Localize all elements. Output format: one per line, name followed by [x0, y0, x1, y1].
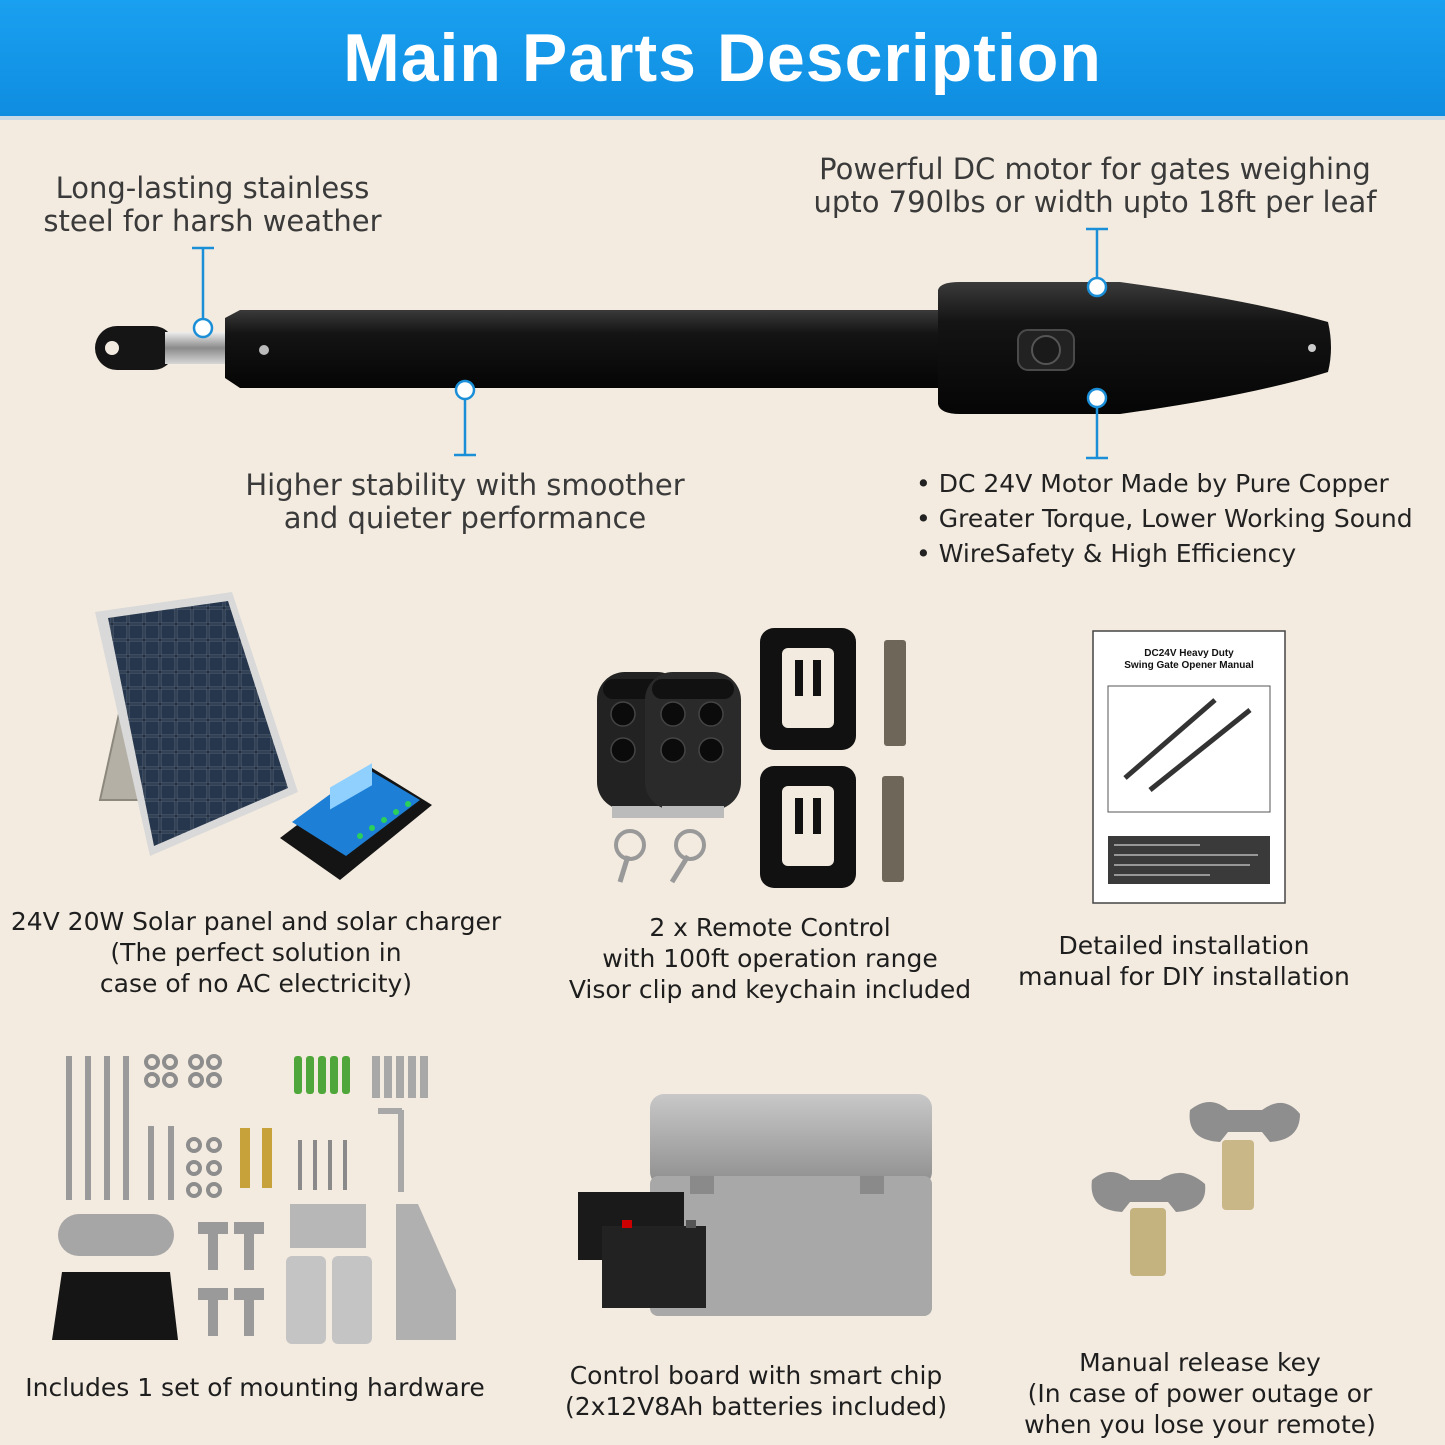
callout-line: Long-lasting stainless	[55, 171, 370, 205]
caption-release-key: Manual release key (In case of power out…	[1018, 1347, 1382, 1440]
caption-line: when you lose your remote)	[1024, 1410, 1376, 1439]
caption-control-board: Control board with smart chip (2x12V8Ah …	[560, 1360, 952, 1422]
caption-line: (The perfect solution in	[110, 938, 402, 967]
caption-line: Visor clip and keychain included	[568, 975, 972, 1004]
caption-line: manual for DIY installation	[1018, 962, 1350, 991]
manual-booklet-icon	[1092, 630, 1286, 904]
caption-line: Control board with smart chip	[569, 1361, 943, 1390]
manual-title-line: Swing Gate Opener Manual	[1124, 660, 1254, 671]
list-item: Greater Torque, Lower Working Sound	[916, 501, 1413, 536]
manual-title-line: DC24V Heavy Duty	[1144, 648, 1234, 659]
header-banner: Main Parts Description	[0, 0, 1445, 120]
callout-line: steel for harsh weather	[43, 204, 382, 238]
callout-pointers	[192, 227, 1108, 460]
caption-line: Detailed installation	[1058, 931, 1310, 960]
control-box-icon	[650, 1094, 932, 1316]
caption-line: with 100ft operation range	[602, 944, 938, 973]
manual-cover-title: DC24V Heavy Duty Swing Gate Opener Manua…	[1093, 648, 1285, 672]
caption-line: 2 x Remote Control	[649, 913, 891, 942]
motor-feature-list: DC 24V Motor Made by Pure Copper Greater…	[916, 466, 1413, 571]
battery-icon	[578, 1192, 706, 1308]
callout-dc-motor: Powerful DC motor for gates weighing upt…	[800, 153, 1390, 219]
page-title: Main Parts Description	[343, 20, 1102, 96]
caption-manual: Detailed installation manual for DIY ins…	[1010, 930, 1358, 992]
caption-hardware: Includes 1 set of mounting hardware	[20, 1372, 490, 1403]
gate-opener-arm	[95, 282, 1331, 414]
list-item: DC 24V Motor Made by Pure Copper	[916, 466, 1413, 501]
solar-panel-icon	[95, 592, 298, 856]
caption-line: 24V 20W Solar panel and solar charger	[10, 907, 502, 936]
mounting-hardware-icon	[52, 1054, 456, 1344]
caption-line: Includes 1 set of mounting hardware	[25, 1373, 485, 1402]
list-item: WireSafety & High Efficiency	[916, 536, 1413, 571]
caption-line: Manual release key	[1079, 1348, 1321, 1377]
release-key-icon	[1091, 1102, 1300, 1276]
callout-line: and quieter performance	[283, 501, 647, 535]
callout-stability: Higher stability with smoother and quiet…	[235, 469, 695, 535]
callout-line: Higher stability with smoother	[245, 468, 685, 502]
caption-solar: 24V 20W Solar panel and solar charger (T…	[10, 906, 502, 999]
caption-line: case of no AC electricity)	[99, 969, 413, 998]
remote-control-icon	[645, 672, 741, 884]
solar-charger-icon	[280, 763, 432, 880]
callout-line: Powerful DC motor for gates weighing	[819, 152, 1371, 186]
caption-line: (2x12V8Ah batteries included)	[564, 1392, 948, 1421]
visor-clip-icon	[760, 628, 906, 888]
callout-stainless-steel: Long-lasting stainless steel for harsh w…	[40, 172, 385, 238]
caption-line: (In case of power outage or	[1027, 1379, 1373, 1408]
caption-remote: 2 x Remote Control with 100ft operation …	[565, 912, 975, 1005]
callout-line: upto 790lbs or width upto 18ft per leaf	[813, 185, 1377, 219]
